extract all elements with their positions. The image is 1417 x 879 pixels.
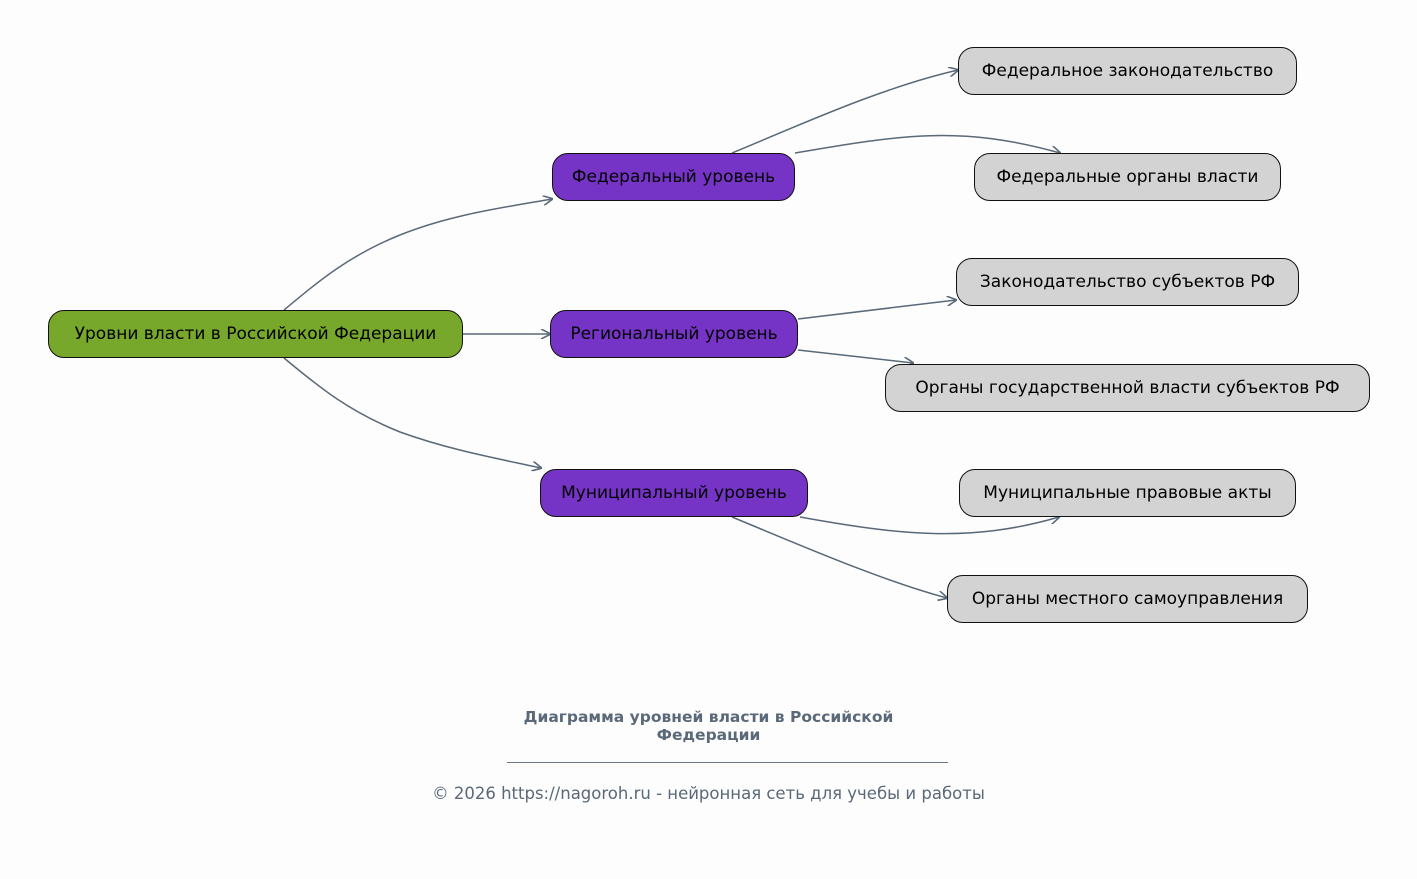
- node-federal-legislation[interactable]: Федеральное законодательство: [958, 47, 1297, 95]
- edge-federal-bodies: [794, 134, 1060, 153]
- node-label: Региональный уровень: [570, 324, 778, 344]
- node-label: Федеральный уровень: [571, 167, 776, 187]
- edge-regional-bodies: [797, 349, 913, 363]
- divider: [507, 762, 948, 763]
- node-label: Законодательство субъектов РФ: [979, 272, 1276, 292]
- node-regional-legislation[interactable]: Законодательство субъектов РФ: [956, 258, 1299, 306]
- root-node-label: Уровни власти в Российской Федерации: [74, 324, 437, 344]
- node-label: Органы местного самоуправления: [971, 589, 1284, 609]
- node-regional-level[interactable]: Региональный уровень: [550, 310, 798, 358]
- diagram-title-line1: Диаграмма уровней власти в Российской: [523, 708, 894, 726]
- edge-municipal-selfgov: [731, 516, 947, 598]
- edge-root-federal: [283, 199, 552, 311]
- root-node[interactable]: Уровни власти в Российской Федерации: [48, 310, 463, 358]
- node-label: Федеральные органы власти: [996, 167, 1259, 187]
- edge-root-municipal: [283, 357, 541, 468]
- diagram-title-line2: Федерации: [656, 726, 761, 744]
- diagram-title: Диаграмма уровней власти в Российской Фе…: [0, 708, 1417, 744]
- node-municipal-level[interactable]: Муниципальный уровень: [540, 469, 808, 517]
- node-label: Муниципальные правовые акты: [983, 483, 1272, 503]
- node-regional-bodies[interactable]: Органы государственной власти субъектов …: [885, 364, 1370, 412]
- node-label: Муниципальный уровень: [561, 483, 787, 503]
- copyright-footer: © 2026 https://nagoroh.ru - нейронная се…: [432, 784, 985, 803]
- edge-federal-legislation: [731, 70, 958, 154]
- node-local-selfgovernment[interactable]: Органы местного самоуправления: [947, 575, 1308, 623]
- node-municipal-acts[interactable]: Муниципальные правовые акты: [959, 469, 1296, 517]
- node-federal-bodies[interactable]: Федеральные органы власти: [974, 153, 1281, 201]
- edge-regional-legislation: [797, 300, 956, 320]
- node-federal-level[interactable]: Федеральный уровень: [552, 153, 795, 201]
- node-label: Органы государственной власти субъектов …: [915, 378, 1340, 398]
- edge-municipal-acts: [799, 517, 1059, 535]
- node-label: Федеральное законодательство: [981, 61, 1274, 81]
